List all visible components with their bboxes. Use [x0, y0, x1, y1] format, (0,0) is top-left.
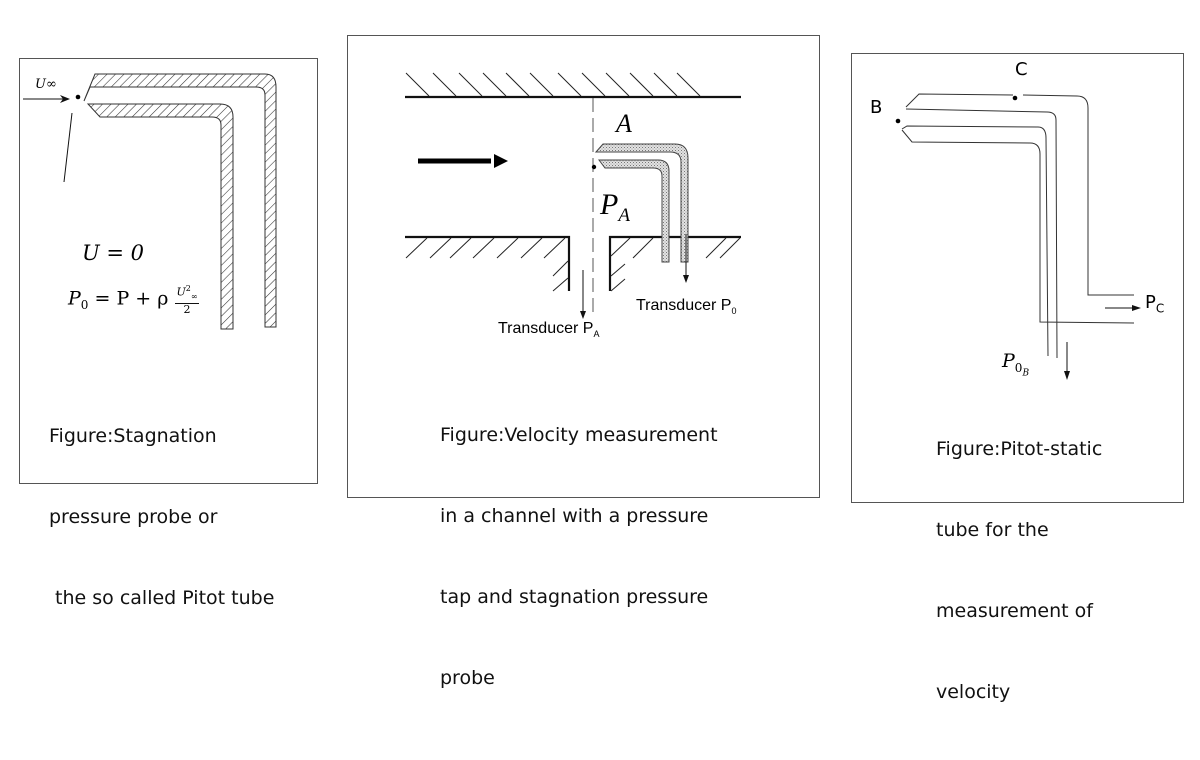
- equation-lhs-sub: 0: [80, 298, 89, 313]
- probe-outer-wall: [594, 143, 689, 263]
- point-b-label: B: [870, 97, 883, 118]
- transducer-p0-text: Transducer P: [636, 297, 732, 314]
- caption-line: measurement of: [936, 600, 1093, 622]
- stagnation-velocity-label: U = 0: [82, 241, 144, 265]
- figure-panel-pitot-tube: U∞ U = 0 P0 = P + ρ U2∞ 2 Figure:Stagnat…: [19, 58, 318, 609]
- probe-outer-wall: [83, 73, 277, 328]
- flow-arrow-head: [494, 154, 508, 168]
- channel-bottom-wall-left: [405, 235, 571, 291]
- caption-line: Figure:Pitot-static: [936, 438, 1103, 460]
- transducer-pa-text: Transducer P: [498, 320, 594, 337]
- sub-zero: 0: [1014, 360, 1023, 375]
- transducer-pa-arrow-head: [580, 311, 586, 319]
- static-pressure-symbol: P: [1145, 292, 1156, 313]
- channel-bottom-wall-right: [608, 235, 741, 291]
- pointer-line: [63, 112, 73, 183]
- transducer-pa-label: Transducer PA: [498, 320, 599, 339]
- static-pressure-label: PC: [1145, 292, 1164, 316]
- point-a-label: A: [616, 109, 632, 138]
- figure-panel-channel-velocity: A PA Transducer PA Transducer P0 Figure:…: [347, 35, 820, 689]
- numerator-sub: ∞: [190, 291, 198, 301]
- pitot-static-diagram: [895, 93, 1141, 380]
- caption-line: Figure:Stagnation: [49, 425, 217, 447]
- stagnation-pressure-symbol: P: [1002, 350, 1015, 372]
- p0b-arrow-head: [1064, 371, 1070, 380]
- transducer-p0-arrow-head: [683, 275, 689, 283]
- pitot-tube-diagram: [23, 73, 277, 330]
- equation-rhs: = P + ρ: [94, 287, 169, 310]
- flow-arrow-head: [60, 95, 70, 103]
- freestream-velocity-label: U∞: [35, 77, 57, 92]
- pressure-a-label: PA: [600, 188, 630, 227]
- caption-line: in a channel with a pressure: [440, 505, 709, 527]
- stagnation-velocity-text: U = 0: [82, 241, 145, 265]
- stagnation-point: [75, 94, 81, 100]
- bernoulli-equation: P0 = P + ρ U2∞ 2: [68, 283, 199, 316]
- sub-b: B: [1022, 368, 1030, 379]
- static-pressure-sub: C: [1155, 301, 1165, 316]
- figure-caption: Figure:Pitot-static tube for the measure…: [936, 382, 1102, 760]
- numerator-sup: 2: [185, 284, 191, 293]
- fraction-numerator: U2∞: [175, 283, 199, 304]
- numerator-u: U: [176, 285, 186, 299]
- caption-line: tap and stagnation pressure: [440, 586, 709, 608]
- outer-tube-top: [905, 93, 1134, 296]
- transducer-p0-label: Transducer P0: [636, 297, 736, 316]
- caption-line: pressure probe or: [49, 506, 218, 528]
- inner-tube-bottom: [901, 125, 1049, 357]
- probe-inner-wall: [86, 103, 234, 330]
- caption-line: tube for the: [936, 519, 1049, 541]
- caption-line: the so called Pitot tube: [49, 587, 275, 609]
- stagnation-pressure-label: P0B: [1002, 350, 1029, 378]
- equation-lhs: P: [68, 287, 81, 310]
- pc-arrow-head: [1132, 305, 1141, 311]
- transducer-pa-sub: A: [593, 329, 600, 340]
- equation-fraction: U2∞ 2: [175, 283, 199, 316]
- figure-panel-pitot-static: B C PC P0B Figure:Pitot-static tube for …: [851, 53, 1184, 703]
- point-b-dot: [895, 118, 901, 124]
- point-a-dot: [591, 164, 597, 170]
- probe-inner-wall: [598, 159, 670, 263]
- fraction-denominator: 2: [183, 302, 191, 316]
- point-c-label: C: [1015, 59, 1028, 80]
- pressure-a-sub: A: [618, 205, 630, 226]
- stagnation-pressure-sub: 0B: [1014, 360, 1030, 379]
- point-c-dot: [1012, 95, 1018, 101]
- caption-line: probe: [440, 667, 495, 689]
- caption-line: Figure:Velocity measurement: [440, 424, 718, 446]
- figure-caption: Figure:Stagnation pressure probe or the …: [49, 369, 274, 666]
- inner-tube-top: [905, 108, 1058, 359]
- transducer-p0-sub: 0: [731, 306, 737, 317]
- caption-line: velocity: [936, 681, 1011, 703]
- bottom-wall-hatching: [405, 237, 741, 292]
- top-wall-hatching: [405, 72, 701, 97]
- channel-diagram: [405, 72, 741, 319]
- outer-tube-bottom: [901, 129, 1135, 324]
- pressure-a-symbol: P: [600, 188, 619, 221]
- figure-caption: Figure:Velocity measurement in a channel…: [440, 368, 718, 746]
